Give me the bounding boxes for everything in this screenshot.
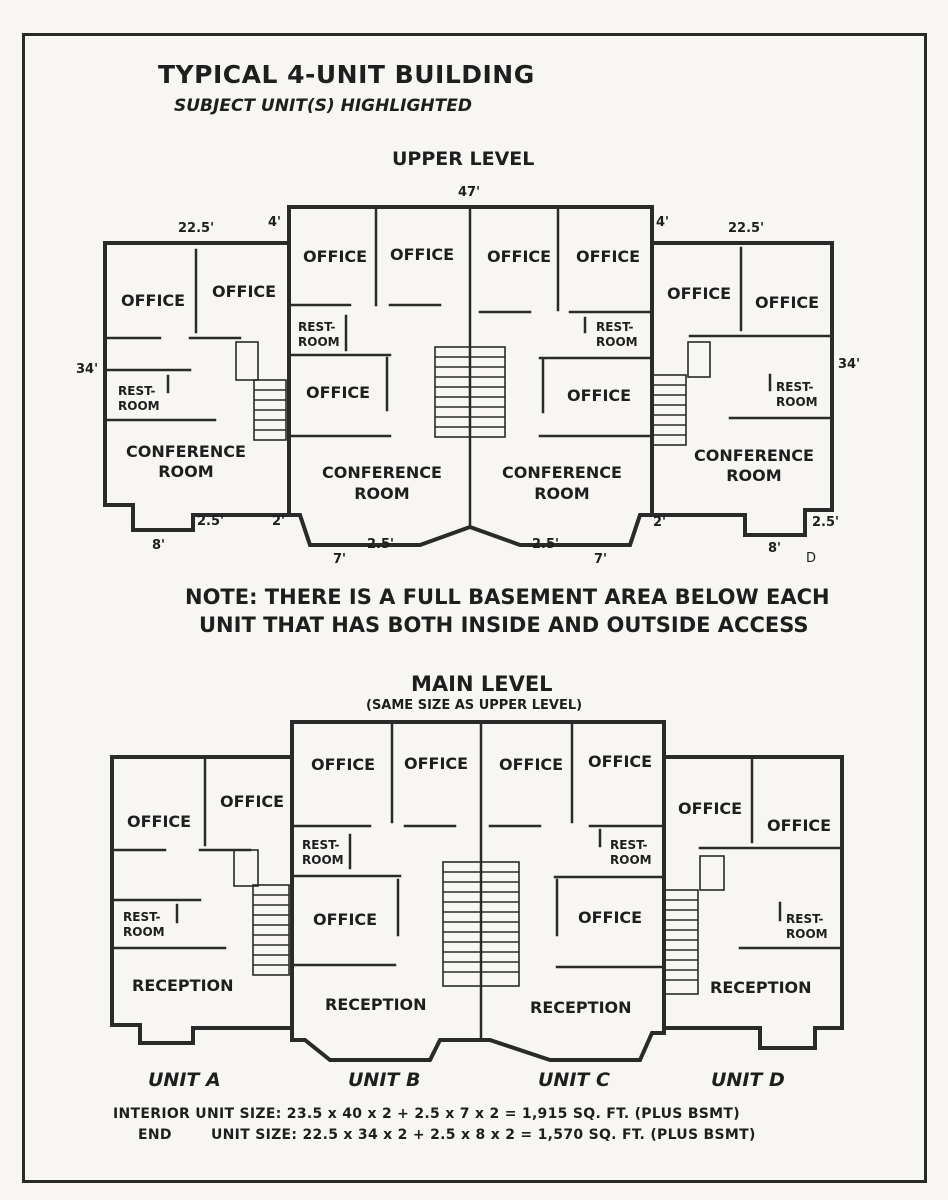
upper-dim-left-bay-width: 8' [152, 538, 166, 553]
upper-d-office-1: OFFICE [667, 284, 732, 303]
main-a-stair [252, 884, 290, 976]
upper-dim-right-step: 2' [653, 515, 667, 530]
main-c-office-3: OFFICE [578, 908, 643, 927]
upper-dim-top-total: 47' [458, 185, 481, 200]
unit-b-label: UNIT B [348, 1069, 421, 1091]
upper-dim-center-left-depth: 2.5' [367, 537, 395, 552]
unit-d-label: UNIT D [711, 1069, 785, 1091]
upper-level-title: UPPER LEVEL [392, 148, 535, 170]
upper-bc-stair-treads [435, 356, 505, 428]
main-a-office-1: OFFICE [127, 812, 192, 831]
interior-unit-size: INTERIOR UNIT SIZE: 23.5 x 40 x 2 + 2.5 … [113, 1106, 740, 1122]
main-b-office-3: OFFICE [313, 910, 378, 929]
main-level-plan [110, 720, 844, 1062]
end-unit-size: UNIT SIZE: 22.5 x 34 x 2 + 2.5 x 8 x 2 =… [211, 1127, 756, 1143]
upper-d-stair [651, 374, 687, 446]
upper-d-stair-landing [687, 341, 711, 378]
main-c-reception: RECEPTION [530, 998, 632, 1017]
upper-dim-left-step: 2' [272, 514, 286, 529]
upper-dim-center-right-depth: 2.5' [532, 537, 560, 552]
upper-a-stair-landing [235, 341, 259, 381]
upper-dim-left-offset: 4' [268, 215, 282, 230]
main-a-stair-treads [253, 894, 289, 966]
upper-c-restroom: REST- ROOM [596, 320, 638, 349]
page-border [22, 33, 927, 1183]
upper-dim-center-right-bay: 7' [594, 552, 608, 567]
upper-dim-center-left-bay: 7' [333, 552, 347, 567]
upper-center-outline [287, 205, 654, 547]
unit-a-label: UNIT A [148, 1069, 221, 1091]
main-level-subtitle: (SAME SIZE AS UPPER LEVEL) [366, 698, 583, 713]
upper-d-conference-room: CONFERENCE ROOM [694, 446, 814, 485]
main-d-stair-landing [699, 855, 725, 891]
end-unit-label: END [138, 1127, 172, 1143]
main-bc-stair [442, 861, 520, 987]
upper-bc-stair [434, 346, 506, 438]
upper-dim-left-bay-depth: 2.5' [197, 514, 225, 529]
main-d-restroom: REST- ROOM [786, 912, 828, 941]
main-c-office-1: OFFICE [499, 755, 564, 774]
main-b-office-1: OFFICE [311, 755, 376, 774]
main-level-title: MAIN LEVEL [411, 672, 553, 696]
main-d-office-1: OFFICE [678, 799, 743, 818]
upper-a-conference-room: CONFERENCE ROOM [126, 442, 246, 481]
main-a-reception: RECEPTION [132, 976, 234, 995]
main-unit-a-outline [110, 755, 294, 1045]
upper-c-conference-room: CONFERENCE ROOM [502, 463, 622, 503]
upper-c-office-3: OFFICE [567, 386, 632, 405]
main-unit-d-outline [662, 755, 844, 1050]
upper-dim-right-offset: 4' [656, 215, 670, 230]
upper-a-stair-treads [254, 389, 286, 431]
upper-dim-left-depth: 34' [76, 362, 99, 377]
upper-mark: D [806, 551, 817, 566]
upper-b-restroom: REST- ROOM [298, 320, 340, 349]
unit-c-label: UNIT C [538, 1069, 610, 1091]
upper-dim-right-width: 22.5' [728, 221, 765, 236]
main-d-stair [663, 889, 699, 995]
main-d-stair-treads [664, 899, 698, 981]
main-a-office-2: OFFICE [220, 792, 285, 811]
upper-b-office-2: OFFICE [390, 245, 455, 264]
upper-a-office-2: OFFICE [212, 282, 277, 301]
upper-dim-right-bay-width: 8' [768, 541, 782, 556]
main-a-stair-landing [233, 849, 259, 887]
upper-a-restroom: REST- ROOM [118, 384, 160, 413]
upper-level-plan [103, 205, 834, 547]
upper-d-office-2: OFFICE [755, 293, 820, 312]
upper-unit-d-outline [650, 241, 834, 537]
upper-dim-right-bay-depth: 2.5' [812, 515, 840, 530]
main-center-outline [290, 720, 666, 1062]
page-subtitle: SUBJECT UNIT(S) HIGHLIGHTED [174, 96, 472, 116]
upper-d-stair-treads [652, 384, 686, 436]
main-a-restroom: REST- ROOM [123, 910, 165, 939]
upper-b-office-1: OFFICE [303, 247, 368, 266]
main-d-office-2: OFFICE [767, 816, 832, 835]
upper-c-office-2: OFFICE [576, 247, 641, 266]
upper-unit-a-outline [103, 241, 291, 532]
upper-dim-right-depth: 34' [838, 357, 861, 372]
basement-note-line-2: UNIT THAT HAS BOTH INSIDE AND OUTSIDE AC… [199, 613, 809, 637]
upper-dim-left-width: 22.5' [178, 221, 215, 236]
upper-c-office-1: OFFICE [487, 247, 552, 266]
upper-a-office-1: OFFICE [121, 291, 186, 310]
upper-d-restroom: REST- ROOM [776, 380, 818, 409]
main-b-reception: RECEPTION [325, 995, 427, 1014]
main-c-office-2: OFFICE [588, 752, 653, 771]
upper-b-office-3: OFFICE [306, 383, 371, 402]
main-b-office-2: OFFICE [404, 754, 469, 773]
main-d-reception: RECEPTION [710, 978, 812, 997]
basement-note-line-1: NOTE: THERE IS A FULL BASEMENT AREA BELO… [185, 585, 830, 609]
page-title: TYPICAL 4-UNIT BUILDING [158, 60, 535, 89]
upper-b-conference-room: CONFERENCE ROOM [322, 463, 442, 503]
main-c-restroom: REST- ROOM [610, 838, 652, 867]
main-bc-stair-treads [443, 871, 519, 973]
main-b-restroom: REST- ROOM [302, 838, 344, 867]
